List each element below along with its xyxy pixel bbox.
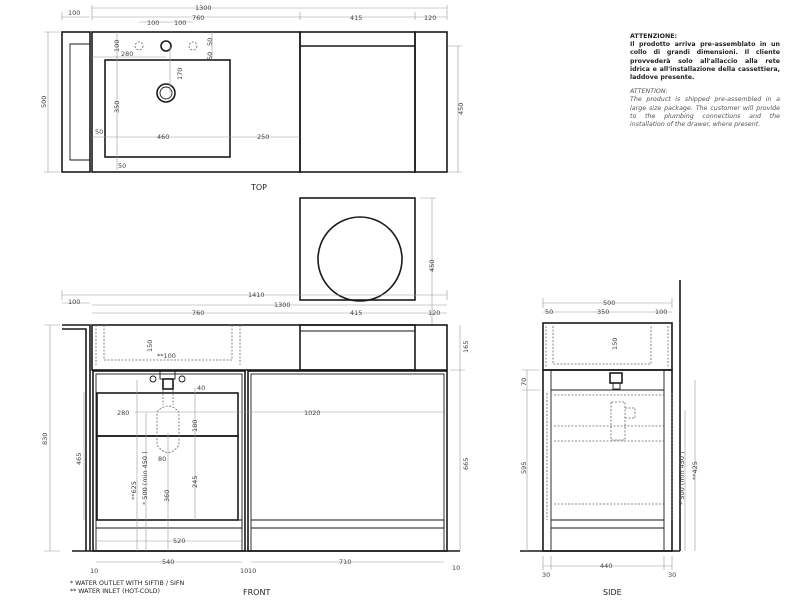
note-body-it: Il prodotto arriva pre-assemblato in un … [630, 41, 780, 82]
dim-label: 50 [545, 308, 553, 316]
dim-label: **425 [691, 461, 699, 480]
drawer-elevation: 450 [299, 197, 436, 325]
dim-label: 415 [350, 14, 362, 22]
dim-label: 30 [668, 571, 676, 579]
dim-label: 1410 [248, 291, 265, 299]
dim-label: 1300 [274, 301, 291, 309]
dim-label: 150 [611, 338, 619, 350]
dim-label: 150 [146, 340, 154, 352]
dim-label: 50 [206, 38, 214, 46]
dim-label: 100 [655, 308, 667, 316]
dim-label: 10 [90, 567, 98, 575]
optional-tap-hole [188, 41, 198, 51]
dim-label: 415 [350, 309, 362, 317]
right-cabinet [247, 370, 448, 552]
dim-label: 540 [162, 558, 174, 566]
note-body-en: The product is shipped pre-assembled in … [630, 96, 780, 129]
side-rail [61, 31, 91, 173]
footnote-inlet: ** WATER INLET (HOT-COLD) [70, 587, 160, 595]
countertop [91, 324, 448, 371]
dim-label: 830 [41, 433, 49, 445]
optional-tap-hole [134, 41, 144, 51]
dim-label: 360 [163, 490, 171, 502]
dim-label: 280 [117, 409, 129, 417]
top-view: 1300 100 760 415 120 100 100 100 280 50 … [40, 4, 465, 192]
dim-label: 120 [428, 309, 440, 317]
footnotes: * WATER OUTLET WITH SIFTIB / SIFN ** WAT… [70, 580, 184, 595]
dim-label: 70 [520, 378, 528, 386]
dim-label: 460 [157, 133, 169, 141]
valve-icon [149, 375, 157, 383]
dim-label: 245 [191, 476, 199, 488]
dim-label: 100 [113, 40, 121, 52]
footnote-outlet: * WATER OUTLET WITH SIFTIB / SIFN [70, 580, 185, 587]
dim-label: 520 [173, 537, 185, 545]
dim-label: 760 [192, 309, 204, 317]
dim-label: 450 [457, 103, 465, 115]
dim-label: 250 [257, 133, 269, 141]
dim-label: 165 [462, 341, 470, 353]
dim-label: 500 [603, 299, 615, 307]
dim-label: 500 [40, 96, 48, 108]
left-cabinet [92, 370, 246, 552]
right-panel [414, 31, 448, 173]
side-view: 500 50 350 100 150 70 595 * 500 (min 450… [520, 280, 699, 597]
dim-label: 180 [191, 420, 199, 432]
dim-label: 350 [597, 308, 609, 316]
dim-label: 1020 [304, 409, 321, 417]
dim-label: 10 [248, 567, 256, 575]
rail-inner [69, 43, 90, 161]
attention-note: ATTENZIONE: Il prodotto arriva pre-assem… [630, 33, 780, 129]
dim-label: 710 [339, 558, 351, 566]
dim-label: 440 [600, 562, 612, 570]
dim-label: **625 [130, 481, 138, 500]
dim-label: 30 [542, 571, 550, 579]
note-title-en: ATTENTION: [630, 88, 668, 96]
dim-label: 40 [197, 384, 205, 392]
dim-label: 1300 [195, 4, 212, 12]
porthole-icon [317, 216, 403, 302]
drawer-top [299, 31, 416, 173]
dim-label: 50 [95, 128, 103, 136]
dim-label: 170 [176, 68, 184, 80]
side-countertop [542, 322, 673, 371]
dim-label: * 500 (min 450 ) [141, 451, 149, 505]
dim-label: 100 [68, 298, 80, 306]
tap-hole-icon [160, 40, 172, 52]
sink-basin [104, 59, 231, 158]
view-label-front: FRONT [243, 588, 270, 597]
dim-label: 100 [68, 9, 80, 17]
dim-label: 350 [113, 101, 121, 113]
dim-label: 760 [192, 14, 204, 22]
view-label-top: TOP [250, 183, 267, 192]
dim-label: 465 [75, 453, 83, 465]
dim-label: 10 [240, 567, 248, 575]
dim-label: 280 [121, 50, 133, 58]
dim-label: 50 [206, 52, 214, 60]
drain-icon [156, 83, 176, 103]
bottom-drawer [96, 435, 239, 521]
dim-label: * 500 (min 450 ) [678, 451, 686, 505]
side-cabinet [542, 369, 673, 552]
dim-label: 10 [452, 564, 460, 572]
front-view: 1410 100 1300 760 415 120 150 **100 40 2… [41, 290, 470, 597]
dim-label: 100 [147, 19, 159, 27]
note-title-it: ATTENZIONE: [630, 33, 678, 40]
dim-label: 665 [462, 458, 470, 470]
valve-icon [178, 375, 186, 383]
dim-label: 50 [118, 162, 126, 170]
dim-label: 450 [428, 260, 436, 272]
dim-label: 595 [520, 462, 528, 474]
dim-label: **100 [157, 352, 176, 360]
dim-label: 120 [424, 14, 436, 22]
dim-label: 100 [174, 19, 186, 27]
dim-label: 80 [158, 455, 166, 463]
view-label-side: SIDE [603, 588, 622, 597]
